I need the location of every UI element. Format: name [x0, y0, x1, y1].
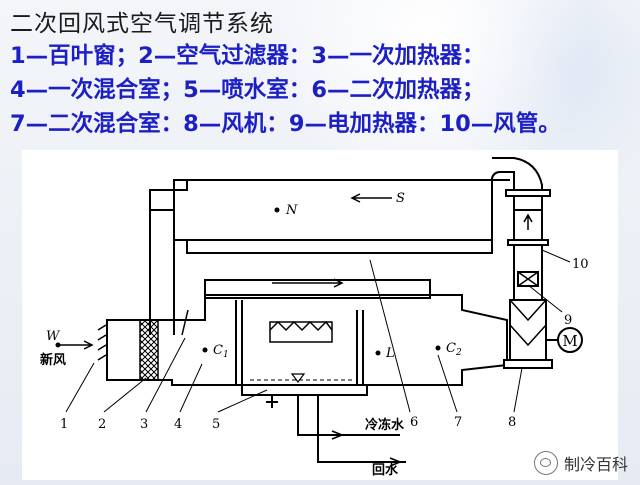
bypass-channel [204, 279, 431, 299]
return-duct-box [173, 179, 493, 241]
part-number-5: 5 [212, 417, 220, 432]
return-water-label: 回水 [372, 462, 399, 478]
legend-item-5: 5—喷水室： [183, 77, 312, 103]
point-c2-label: C2 [446, 341, 462, 358]
legend-item-10: 10—风管。 [439, 111, 561, 137]
part-number-7: 7 [454, 415, 462, 430]
fresh-air-arrow [58, 340, 94, 350]
watermark: 制冷百科 [533, 451, 628, 475]
point-l-label: L [385, 346, 395, 361]
part-number-8: 8 [508, 415, 516, 430]
point-c1-label: C1 [213, 343, 229, 360]
legend-item-3: 3—一次加热器： [311, 43, 485, 69]
point-c1-dot [202, 347, 208, 353]
legend-item-9: 9—电加热器： [288, 111, 440, 137]
leader-lines [65, 249, 571, 413]
supply-duct [491, 157, 543, 211]
legend-item-1: 1—百叶窗； [10, 43, 139, 69]
return-riser [149, 209, 174, 335]
part-number-10: 10 [572, 257, 589, 272]
component-legend: 1—百叶窗；2—空气过滤器：3—一次加热器： 4—一次混合室；5—喷水室：6—二次… [10, 39, 622, 141]
system-diagram-svg: M N S [40, 157, 589, 478]
part-number-6: 6 [410, 415, 418, 430]
supply-flow-arrow [523, 213, 533, 230]
fan-housing [509, 299, 547, 361]
legend-item-6: 6—二次加热器； [311, 77, 485, 103]
point-n-dot [274, 207, 280, 213]
air-filter [139, 319, 159, 381]
return-flow-arrow [350, 193, 392, 203]
legend-item-2: 2—空气过滤器： [138, 43, 312, 69]
louver [97, 324, 107, 361]
water-tank [241, 385, 368, 396]
fan-base [503, 359, 553, 369]
part-number-4: 4 [174, 417, 182, 432]
chilled-water-arrow [331, 430, 343, 440]
watermark-text: 制冷百科 [563, 455, 628, 474]
part-number-1: 1 [60, 417, 68, 432]
return-water-arrow [389, 457, 401, 467]
spray-nozzles [269, 321, 333, 343]
wechat-icon [533, 451, 558, 475]
slide-title: 二次回风式空气调节系统 [10, 11, 274, 37]
part-number-3: 3 [140, 417, 148, 432]
secondary-return-duct [174, 230, 492, 240]
bypass-flow-arrow [272, 278, 344, 288]
fresh-air-label: 新风 [40, 352, 66, 368]
point-n-label: N [285, 203, 298, 218]
fresh-air-symbol: W [46, 329, 61, 344]
fan-diffuser [509, 299, 547, 347]
point-l-dot [375, 350, 381, 356]
fresh-air-dot [55, 342, 61, 348]
legend-item-4: 4—一次混合室； [10, 77, 184, 103]
part-number-2: 2 [98, 417, 106, 432]
duct-flange-top [505, 189, 551, 197]
primary-return-arrow [181, 309, 189, 336]
return-duct-inner [173, 205, 493, 335]
water-level-mark [290, 373, 306, 383]
electric-heater-cross [517, 271, 539, 287]
point-s-label: S [396, 191, 405, 206]
chilled-water-pipe [297, 395, 400, 436]
return-water-pipe [317, 395, 406, 463]
chilled-water-label: 冷冻水 [365, 417, 405, 433]
pump-valve [266, 395, 278, 408]
upper-duct [150, 180, 492, 253]
point-c2-dot [435, 345, 441, 351]
bypass-duct [205, 290, 432, 310]
part-number-9: 9 [564, 313, 572, 328]
duct-flange-mid [507, 239, 549, 246]
spray-nozzles-zigzag [269, 320, 333, 332]
legend-item-7: 7—二次混合室： [10, 111, 184, 137]
fan-motor-label: M [562, 332, 577, 350]
system-diagram: M N S [22, 150, 618, 480]
legend-item-8: 8—风机： [183, 111, 289, 137]
